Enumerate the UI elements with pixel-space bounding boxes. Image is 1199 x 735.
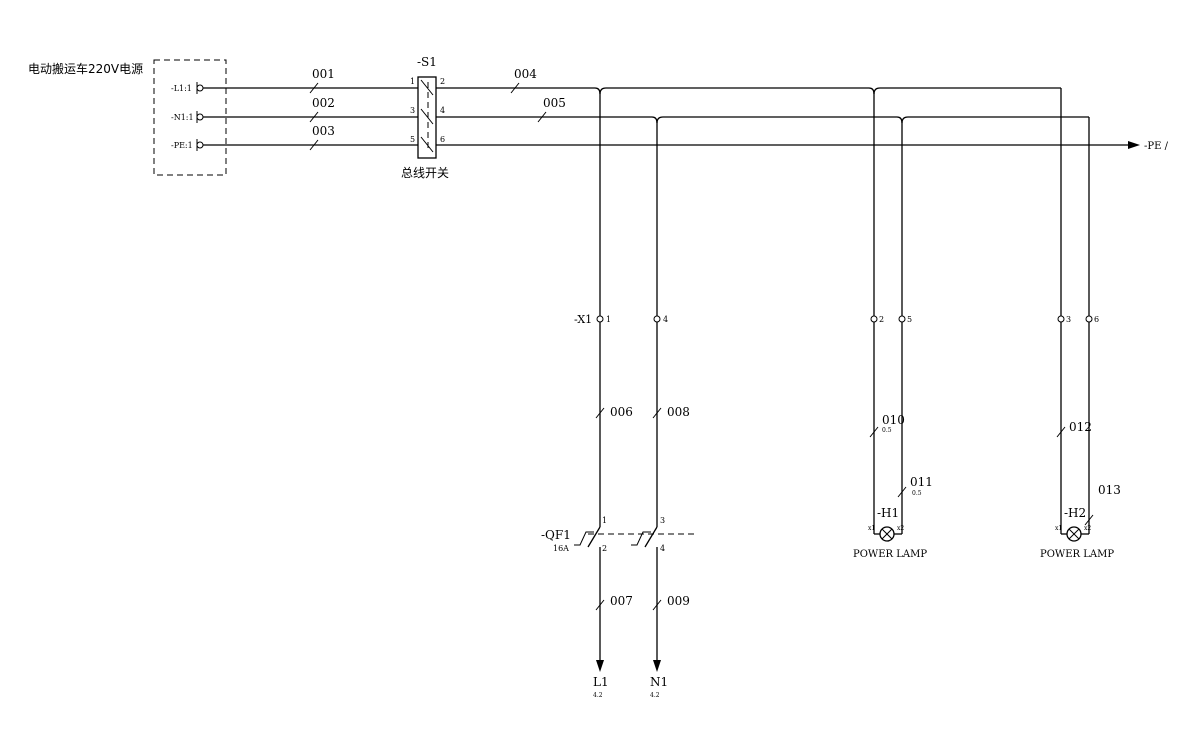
vertical-drops — [599, 94, 1090, 316]
lamp-h1-label: POWER LAMP — [853, 549, 927, 560]
wire-004-label: 004 — [514, 67, 537, 81]
switch-pin-6: 6 — [440, 135, 445, 144]
lamp-h2-branch: 012 013 -H2 x1 x2 POWER LAMP — [1040, 322, 1121, 560]
x1-pin-3: 3 — [1066, 315, 1071, 324]
lamp-h1 — [879, 526, 895, 542]
wire-003-label: 003 — [312, 124, 335, 138]
bus-wires: 004 005 -PE / — [436, 67, 1169, 152]
wire-001-label: 001 — [312, 67, 335, 81]
output-n1-ref: 4.2 — [650, 692, 660, 699]
wire-005-label: 005 — [543, 96, 566, 110]
lamp-h2-tag: -H2 — [1064, 506, 1086, 520]
lamp-h2-label: POWER LAMP — [1040, 549, 1114, 560]
terminal-n1-dot — [196, 113, 204, 121]
switch-name: 总线开关 — [401, 166, 449, 180]
wire-006-label: 006 — [610, 405, 633, 419]
switch-tag: -S1 — [417, 55, 437, 69]
source-label: 电动搬运车220V电源 — [28, 61, 143, 76]
terminal-l1-label: -L1:1 — [171, 84, 192, 93]
wire-011-label: 011 — [910, 475, 933, 489]
terminal-strip-tag: -X1 — [574, 313, 592, 326]
breaker-qf1: -QF1 16A 1 2 3 4 — [541, 516, 698, 553]
switch-pin-1: 1 — [410, 77, 415, 86]
input-wires: 001 002 003 — [203, 67, 418, 151]
lamp-h1-pin-x1: x1 — [868, 525, 875, 532]
x1-pin-4: 4 — [663, 315, 668, 324]
terminal-n1-label: -N1:1 — [171, 113, 194, 122]
lamp-icon — [879, 526, 895, 542]
breaker-pin-4: 4 — [660, 544, 665, 553]
wire-009-label: 009 — [667, 594, 690, 608]
lamp-h2-pin-x1: x1 — [1055, 525, 1062, 532]
switch-pin-3: 3 — [410, 106, 415, 115]
x1-pin-5: 5 — [907, 315, 912, 324]
wire-008-label: 008 — [667, 405, 690, 419]
x1-pin-2: 2 — [879, 315, 884, 324]
n1-arrow — [653, 660, 661, 672]
terminal-pe-dot — [196, 141, 204, 149]
output-n1-name: N1 — [650, 675, 668, 689]
pe-arrow — [1128, 141, 1140, 149]
source-enclosure — [153, 59, 227, 176]
wire-013-label: 013 — [1098, 483, 1121, 497]
wire-012-label: 012 — [1069, 420, 1092, 434]
wire-010-label: 010 — [882, 413, 905, 427]
breaker-pin-1: 1 — [602, 516, 607, 525]
switch-pin-2: 2 — [440, 77, 445, 86]
switch-pin-4: 4 — [440, 106, 445, 115]
lamp-h1-tag: -H1 — [877, 506, 899, 520]
wire-007-label: 007 — [610, 594, 633, 608]
switch-pin-5: 5 — [410, 135, 415, 144]
terminal-pe-label: -PE:1 — [171, 141, 193, 150]
wire-011-section: 0.5 — [912, 490, 922, 497]
output-l1-ref: 4.2 — [593, 692, 603, 699]
lamp-h1-pin-x2: x2 — [897, 525, 904, 532]
lamp-h1-branch: 010 0.5 011 0.5 -H1 x1 x2 POWER LAMP — [853, 322, 933, 560]
output-l1-name: L1 — [593, 675, 609, 689]
lamp-icon — [1066, 526, 1082, 542]
x1-pin-1: 1 — [606, 315, 611, 324]
terminal-l1-dot — [196, 84, 204, 92]
wire-002-label: 002 — [312, 96, 335, 110]
breaker-pin-2: 2 — [602, 544, 607, 553]
switch-body — [417, 76, 437, 159]
lamp-h2 — [1066, 526, 1082, 542]
breaker-pin-3: 3 — [660, 516, 665, 525]
lamp-h2-pin-x2: x2 — [1084, 525, 1091, 532]
wire-010-section: 0.5 — [882, 427, 892, 434]
breaker-rating: 16A — [553, 544, 569, 553]
breaker-tag: -QF1 — [541, 528, 571, 542]
pe-output-label: -PE / — [1144, 141, 1169, 152]
power-source: 电动搬运车220V电源 -L1:1 -N1:1 -PE:1 — [28, 59, 227, 176]
terminal-strip-x1: -X1 1 4 2 5 3 6 — [574, 313, 1099, 326]
l1-arrow — [596, 660, 604, 672]
breaker-branch: 006 008 -QF1 16A 1 2 3 4 007 009 L1 4.2 … — [541, 322, 698, 699]
x1-pin-6: 6 — [1094, 315, 1099, 324]
